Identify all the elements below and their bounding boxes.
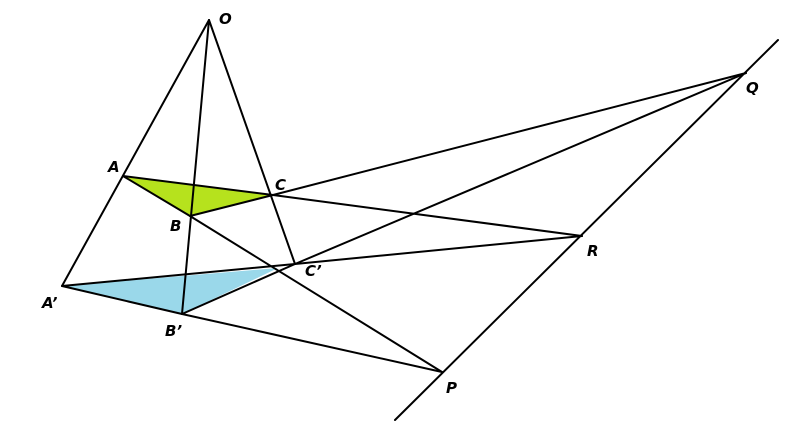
line-o-b-prime: [181, 19, 210, 315]
label-c: C: [275, 176, 286, 194]
label-a-prime: A’: [41, 294, 58, 312]
line-o-a-prime: [61, 19, 210, 287]
line-a-prime-c-prime-to-r: [294, 235, 583, 265]
label-a: A: [107, 158, 120, 176]
line-b-c-to-q: [272, 72, 747, 196]
label-o: O: [219, 10, 232, 28]
edge-a-prime-b-prime: [61, 285, 183, 315]
label-q: Q: [746, 79, 759, 97]
edge-b-c: [189, 194, 274, 217]
edge-a-prime-c-prime: [61, 263, 296, 287]
line-a-c-to-r: [272, 194, 583, 237]
label-r: R: [587, 242, 599, 260]
edge-a-c: [122, 175, 274, 196]
line-o-c-prime: [208, 19, 296, 265]
label-b: B: [170, 217, 181, 235]
label-p: P: [446, 379, 457, 397]
line-a-b-to-p: [189, 215, 443, 373]
triangle-abc-prime: [62, 268, 278, 314]
line-b-prime-c-prime-to-q: [294, 72, 747, 265]
edge-b-prime-c-prime: [181, 263, 296, 315]
triangle-abc: [123, 176, 273, 216]
edge-a-b: [122, 175, 191, 217]
label-c-prime: C’: [305, 262, 322, 280]
line-a-prime-b-prime-to-p: [181, 313, 443, 373]
desargues-axis-line: [394, 39, 779, 421]
label-b-prime: B’: [165, 322, 182, 340]
